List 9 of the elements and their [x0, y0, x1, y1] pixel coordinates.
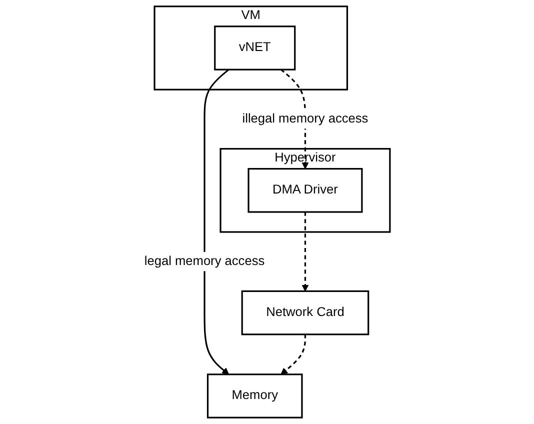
arrow [302, 212, 309, 292]
node-box: DMA Driver [248, 168, 363, 213]
node-box: Network Card [241, 290, 369, 336]
node-box: Memory [206, 374, 303, 418]
arrow [280, 334, 306, 375]
arrow [204, 68, 230, 375]
edge-label: legal memory access [144, 254, 264, 268]
edge-label: illegal memory access [242, 112, 368, 126]
node-box: vNET [214, 26, 296, 70]
